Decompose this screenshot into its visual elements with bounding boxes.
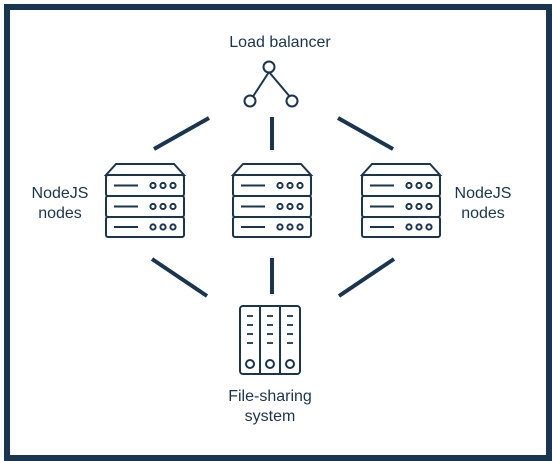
center-server-rack-icon bbox=[232, 163, 312, 238]
right-nodes-label: NodeJS nodes bbox=[443, 184, 523, 224]
connector-lb-left-node bbox=[153, 116, 210, 151]
file-sharing-label-line1: File-sharing bbox=[228, 388, 312, 405]
file-cabinet-icon bbox=[239, 305, 301, 375]
right-nodes-label-line1: NodeJS bbox=[454, 185, 512, 202]
connector-right-node-fs bbox=[337, 257, 396, 298]
load-balancer-label: Load balancer bbox=[229, 34, 331, 51]
left-nodes-label: NodeJS nodes bbox=[20, 184, 100, 224]
right-nodes-label-line2: nodes bbox=[461, 205, 505, 222]
right-server-rack-icon bbox=[361, 163, 441, 238]
connector-lb-right-node bbox=[337, 116, 394, 151]
connector-left-node-fs bbox=[150, 257, 209, 298]
file-sharing-label: File-sharing system bbox=[170, 387, 370, 427]
left-nodes-label-line2: nodes bbox=[38, 205, 82, 222]
left-server-rack-icon bbox=[105, 163, 185, 238]
load-balancer-icon bbox=[243, 60, 299, 108]
file-sharing-label-line2: system bbox=[244, 408, 296, 425]
left-nodes-label-line1: NodeJS bbox=[31, 185, 89, 202]
